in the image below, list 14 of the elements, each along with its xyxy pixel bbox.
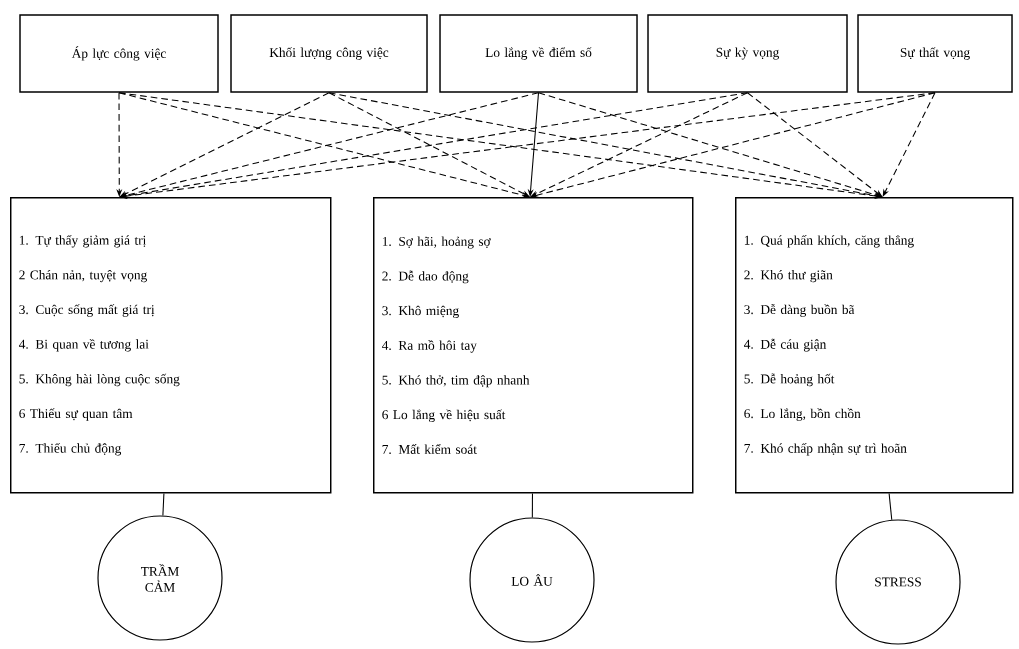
symptom-list-box: 1. Tự thấy giảm giá trị 2 Chán nản, tuyệt vọng 3. Cuộc sống mất giá trị 4. Bi quan về tương lai 5. Không hài lòng cuộc sống 6 Thiếu sự quan tâm 7. Thiếu chủ động xyxy=(10,197,332,494)
connector-line xyxy=(888,492,893,521)
connector-line xyxy=(531,492,533,518)
symptom-list-box: 1. Quá phấn khích, căng thẳng 2. Khó thư giãn 3. Dễ dàng buồn bã 4. Dễ cáu giận 5. Dễ hoảng hốt 6. Lo lắng, bồn chồn 7. Khó chấp nhận sự trì hoãn xyxy=(735,197,1014,494)
factor-box: Áp lực công việc xyxy=(19,14,219,93)
arrow xyxy=(530,92,936,198)
symptom-list-box: 1. Sợ hãi, hoảng sợ 2. Dễ dao động 3. Khô miệng 4. Ra mồ hôi tay 5. Khó thở, tim đập nhanh 6 Lo lắng về hiệu suất 7. Mất kiểm soát xyxy=(373,197,694,494)
factor-box: Sự kỳ vọng xyxy=(647,14,848,93)
arrow xyxy=(882,92,936,197)
arrow xyxy=(530,92,749,197)
connector-line xyxy=(162,492,165,516)
factor-box: Lo lắng về điểm số xyxy=(439,14,638,93)
factor-box: Sự thất vọng xyxy=(857,14,1013,93)
factor-box: Khối lượng công việc xyxy=(230,14,428,93)
